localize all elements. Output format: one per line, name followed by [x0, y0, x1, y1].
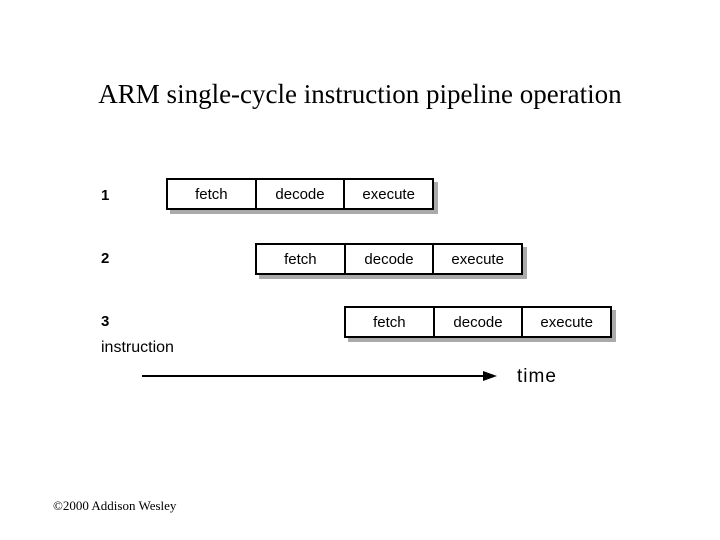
stage-box-execute: execute [343, 180, 432, 208]
time-arrow-head-icon [483, 371, 497, 381]
pipeline-row-3: fetch decode execute [344, 306, 612, 338]
instruction-axis-label: instruction [101, 339, 174, 356]
stage-box-decode: decode [343, 245, 433, 273]
time-arrow-line [142, 375, 484, 377]
row-number-1: 1 [101, 187, 110, 204]
stage-box-decode: decode [254, 180, 344, 208]
pipeline-row-2: fetch decode execute [255, 243, 523, 275]
pipeline-row-1: fetch decode execute [166, 178, 434, 210]
row-number-2: 2 [101, 250, 110, 267]
stage-box-fetch: fetch [373, 313, 406, 331]
copyright-notice: ©2000 Addison Wesley [53, 498, 177, 513]
stage-box-execute: execute [432, 245, 521, 273]
slide-title: ARM single-cycle instruction pipeline op… [98, 79, 622, 109]
stage-box-fetch: fetch [284, 250, 317, 268]
stage-box-decode: decode [432, 308, 522, 336]
stage-box-execute: execute [521, 308, 610, 336]
stage-box-fetch: fetch [195, 185, 228, 203]
time-axis-label: time [517, 366, 557, 387]
row-number-3: 3 [101, 313, 110, 330]
